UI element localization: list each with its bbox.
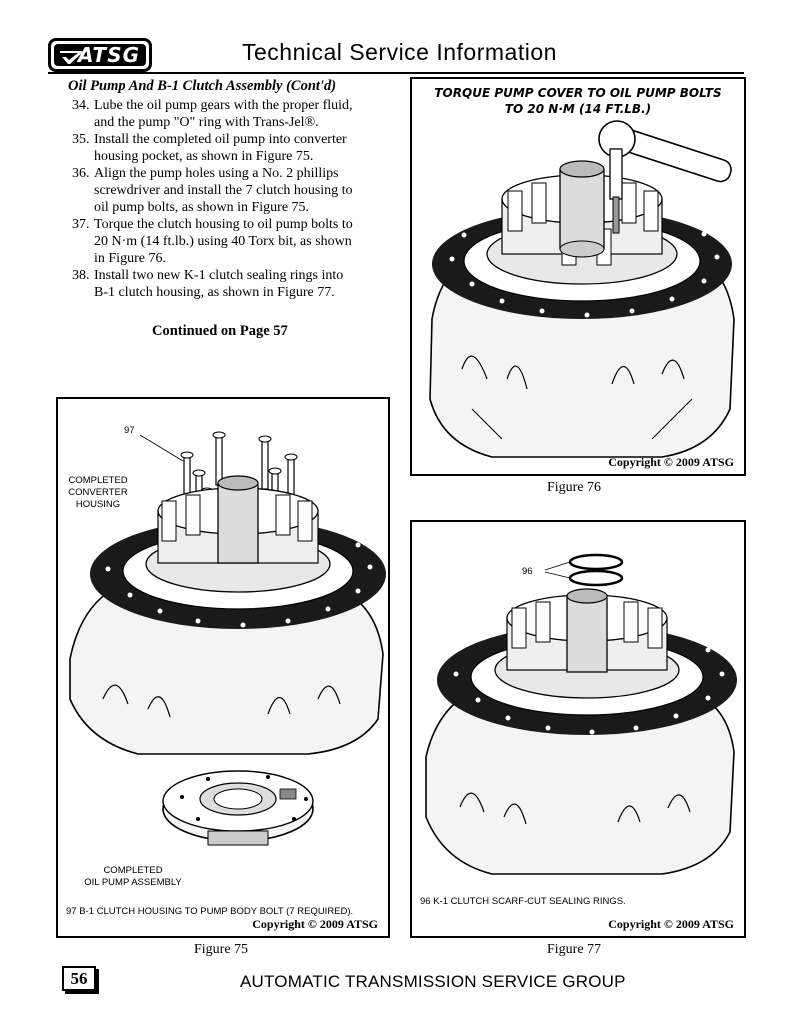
step-item: 38. Install two new K-1 clutch sealing r…	[72, 267, 372, 301]
continued-note: Continued on Page 57	[152, 323, 288, 339]
step-line: and the pump "O" ring with Trans-Jel®.	[94, 115, 319, 130]
step-line: Torque the clutch housing to oil pump bo…	[94, 217, 353, 232]
figure-77-legend: 96 K-1 CLUTCH SCARF-CUT SEALING RINGS.	[420, 896, 626, 907]
step-line: Install the completed oil pump into conv…	[94, 132, 347, 147]
logo-badge: ATSG	[54, 43, 146, 67]
step-text: Install the completed oil pump into conv…	[94, 131, 372, 165]
instruction-steps: 34. Lube the oil pump gears with the pro…	[72, 97, 372, 301]
sealing-rings-illustration	[425, 553, 737, 875]
step-item: 36. Align the pump holes using a No. 2 p…	[72, 165, 372, 216]
step-line: 20 N·m (14 ft.lb.) using 40 Torx bit, as…	[94, 234, 352, 249]
step-text: Torque the clutch housing to oil pump bo…	[94, 216, 372, 267]
torque-wrench-illustration	[429, 120, 735, 458]
step-number: 35.	[72, 132, 90, 147]
callout-line: COMPLETED	[68, 475, 128, 486]
header-divider	[48, 72, 744, 74]
section-heading: Oil Pump And B-1 Clutch Assembly (Cont'd…	[68, 78, 337, 94]
copyright-notice: Copyright © 2009 ATSG	[608, 455, 734, 469]
figure-75-caption: Figure 75	[194, 942, 249, 957]
step-text: Align the pump holes using a No. 2 phill…	[94, 165, 372, 216]
footer-org-name: AUTOMATIC TRANSMISSION SERVICE GROUP	[240, 972, 626, 991]
callout-line: COMPLETED	[103, 865, 163, 876]
step-number: 36.	[72, 166, 90, 181]
step-text: Install two new K-1 clutch sealing rings…	[94, 267, 372, 301]
figure-75-legend: 97 B-1 CLUTCH HOUSING TO PUMP BODY BOLT …	[66, 906, 354, 917]
page-number: 56	[62, 966, 96, 991]
step-text: Lube the oil pump gears with the proper …	[94, 97, 372, 131]
step-line: in Figure 76.	[94, 251, 166, 266]
torque-title-line: TORQUE PUMP COVER TO OIL PUMP BOLTS	[434, 86, 722, 100]
figure-77-box: 96 96 K-1 CLUTCH SCARF-CUT SEALING RINGS…	[410, 520, 746, 938]
callout-line: HOUSING	[75, 499, 121, 510]
callout-97: 97	[124, 425, 135, 436]
callout-oil-pump-assembly: COMPLETED OIL PUMP ASSEMBLY	[78, 865, 188, 889]
callout-line: CONVERTER	[68, 487, 128, 498]
torque-title-line: TO 20 N·M (14 FT.LB.)	[504, 102, 652, 116]
step-item: 35. Install the completed oil pump into …	[72, 131, 372, 165]
callout-96: 96	[522, 566, 533, 577]
torque-spec-title: TORQUE PUMP COVER TO OIL PUMP BOLTS TO 2…	[412, 85, 744, 117]
step-line: Align the pump holes using a No. 2 phill…	[94, 166, 339, 181]
step-item: 37. Torque the clutch housing to oil pum…	[72, 216, 372, 267]
step-number: 38.	[72, 268, 90, 283]
figure-76-box: TORQUE PUMP COVER TO OIL PUMP BOLTS TO 2…	[410, 77, 746, 476]
callout-converter-housing: COMPLETED CONVERTER HOUSING	[62, 475, 134, 511]
callout-line: OIL PUMP ASSEMBLY	[84, 877, 182, 888]
logo-text: ATSG	[77, 43, 141, 67]
step-line: housing pocket, as shown in Figure 75.	[94, 149, 314, 164]
atsg-logo: ATSG	[48, 38, 152, 72]
step-number: 34.	[72, 98, 90, 113]
step-line: Lube the oil pump gears with the proper …	[94, 98, 353, 113]
copyright-notice: Copyright © 2009 ATSG	[608, 917, 734, 931]
checkmark-icon	[60, 51, 82, 64]
figure-75-box: 97 COMPLETED CONVERTER HOUSING COMPLETED…	[56, 397, 390, 938]
pump-installation-illustration	[69, 431, 386, 846]
copyright-notice: Copyright © 2009 ATSG	[252, 917, 378, 931]
page-title: Technical Service Information	[242, 39, 557, 65]
step-line: screwdriver and install the 7 clutch hou…	[94, 183, 353, 198]
step-item: 34. Lube the oil pump gears with the pro…	[72, 97, 372, 131]
figure-76-caption: Figure 76	[547, 480, 602, 495]
step-line: B-1 clutch housing, as shown in Figure 7…	[94, 285, 335, 300]
step-line: oil pump bolts, as shown in Figure 75.	[94, 200, 310, 215]
step-number: 37.	[72, 217, 90, 232]
figure-77-caption: Figure 77	[547, 942, 602, 957]
step-line: Install two new K-1 clutch sealing rings…	[94, 268, 344, 283]
